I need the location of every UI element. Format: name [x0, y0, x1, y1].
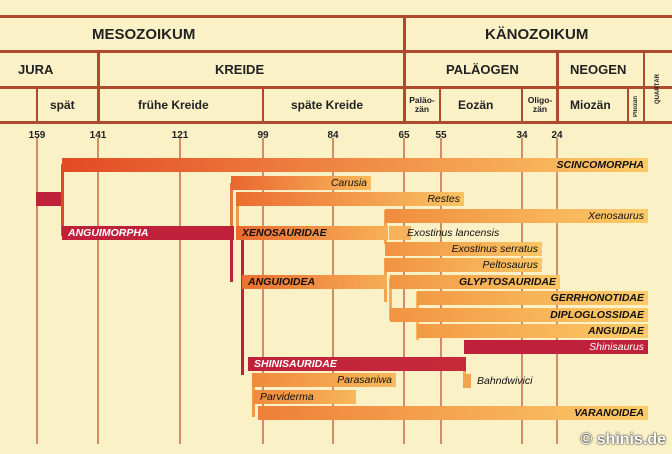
connector — [236, 197, 239, 237]
bar-scincomorpha: SCINCOMORPHA — [62, 158, 648, 172]
era-kaenozoikum: KÄNOZOIKUM — [485, 25, 589, 43]
tick-65: 65 — [398, 130, 410, 141]
period-palaeogen: PALÄOGEN — [446, 61, 519, 77]
root-stub — [36, 192, 62, 206]
bar-xenosaurus: Xenosaurus — [385, 209, 648, 223]
bar-diploglossidae: DIPLOGLOSSIDAE — [390, 308, 648, 322]
bar-parviderma: Parviderma — [254, 390, 356, 404]
gridline — [262, 138, 264, 444]
label-bahndwivici: Bahndwivici — [477, 375, 533, 387]
tick-34: 34 — [516, 130, 528, 141]
epoch-pliozaen: Pliozän — [633, 95, 639, 117]
bar-exostinus-lancensis: Exostinus lancensis — [389, 226, 499, 240]
connector — [241, 230, 244, 375]
period-neogen: NEOGEN — [570, 61, 627, 77]
tick-84: 84 — [327, 130, 339, 141]
bar-peltosaurus: Peltosaurus — [385, 258, 542, 272]
bar-anguioidea: ANGUIOIDEA — [242, 275, 387, 289]
bar-restes: Restes — [236, 192, 464, 206]
bar-anguidae: ANGUIDAE — [417, 324, 648, 338]
connector — [230, 230, 233, 282]
bar-varanoidea: VARANOIDEA — [258, 406, 648, 420]
bar-glyptosauridae: GLYPTOSAURIDAE — [390, 275, 560, 289]
epoch-miozaen: Miozän — [570, 98, 611, 112]
bar-shinisauridae: SHINISAURIDAE — [248, 357, 466, 371]
gridline — [36, 138, 38, 444]
tick-141: 141 — [89, 130, 107, 141]
bar-xenosauridae: XENOSAURIDAE — [236, 226, 388, 240]
bar-parasaniwa: Parasaniwa — [252, 373, 396, 387]
period-quartaer: QUARTÄR — [655, 74, 661, 104]
bar-anguimorpha: ANGUIMORPHA — [62, 226, 234, 240]
connector — [61, 164, 64, 236]
connector — [389, 278, 392, 320]
logo-shinis: © shinis.de — [580, 431, 666, 448]
bar-gerrhonotidae: GERRHONOTIDAE — [417, 291, 648, 305]
gridline — [179, 138, 181, 444]
epoch-palaeozaen: Paläo-zän — [409, 94, 435, 114]
epoch-fruehe-kreide: frühe Kreide — [138, 98, 209, 112]
tick-55: 55 — [435, 130, 447, 141]
gridline — [332, 138, 334, 444]
connector — [230, 183, 233, 236]
era-mesozoikum: MESOZOIKUM — [92, 25, 196, 43]
bar-bahndwivici — [463, 374, 471, 388]
epoch-spaet-jura: spät — [50, 98, 75, 112]
epoch-spaete-kreide: späte Kreide — [291, 98, 364, 112]
bar-exostinus-serratus: Exostinus serratus — [385, 242, 542, 256]
gridline — [97, 138, 99, 444]
tick-24: 24 — [551, 130, 563, 141]
period-kreide: KREIDE — [215, 61, 265, 77]
epoch-eozaen: Eozän — [458, 98, 494, 112]
connector — [252, 375, 255, 417]
period-jura: JURA — [18, 61, 54, 77]
gridline — [403, 138, 405, 444]
epoch-oligozaen: Oligo-zän — [527, 94, 553, 114]
tick-99: 99 — [257, 130, 269, 141]
bar-shinisaurus: Shinisaurus — [464, 340, 648, 354]
tick-121: 121 — [171, 130, 189, 141]
tick-159: 159 — [28, 130, 46, 141]
bar-carusia: Carusia — [231, 176, 371, 190]
